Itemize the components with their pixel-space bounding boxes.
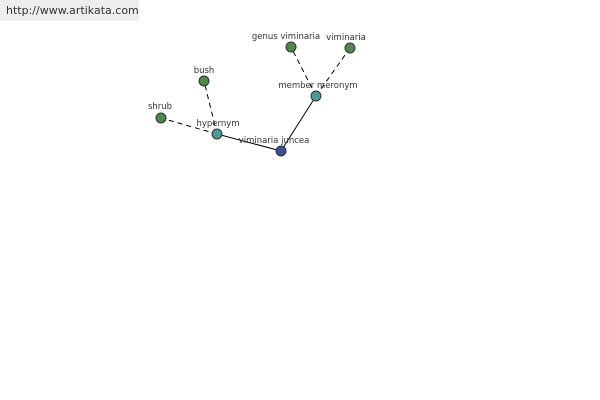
- label-viminaria: viminaria: [326, 33, 366, 43]
- label-center: viminaria juncea: [239, 136, 310, 146]
- node-shrub[interactable]: [155, 112, 167, 124]
- label-hypernym: hypernym: [196, 119, 239, 129]
- edge-center-hypernym: [216, 133, 282, 152]
- label-member-meronym: member meronym: [278, 81, 357, 91]
- node-member-meronym[interactable]: [310, 90, 322, 102]
- node-genus-viminaria[interactable]: [285, 41, 297, 53]
- edge-center-member-meronym: [280, 95, 317, 152]
- edge-meronym-viminaria: [315, 47, 351, 97]
- edge-hypernym-bush: [203, 80, 218, 135]
- edge-meronym-genus-viminaria: [290, 46, 317, 97]
- node-center[interactable]: [275, 145, 287, 157]
- node-bush[interactable]: [198, 75, 210, 87]
- label-shrub: shrub: [148, 102, 172, 112]
- label-genus-viminaria: genus viminaria: [252, 32, 320, 42]
- node-hypernym[interactable]: [211, 128, 223, 140]
- label-bush: bush: [194, 66, 215, 76]
- source-url-link[interactable]: http://www.artikata.com: [0, 0, 139, 21]
- edge-hypernym-shrub: [160, 117, 218, 135]
- node-viminaria[interactable]: [344, 42, 356, 54]
